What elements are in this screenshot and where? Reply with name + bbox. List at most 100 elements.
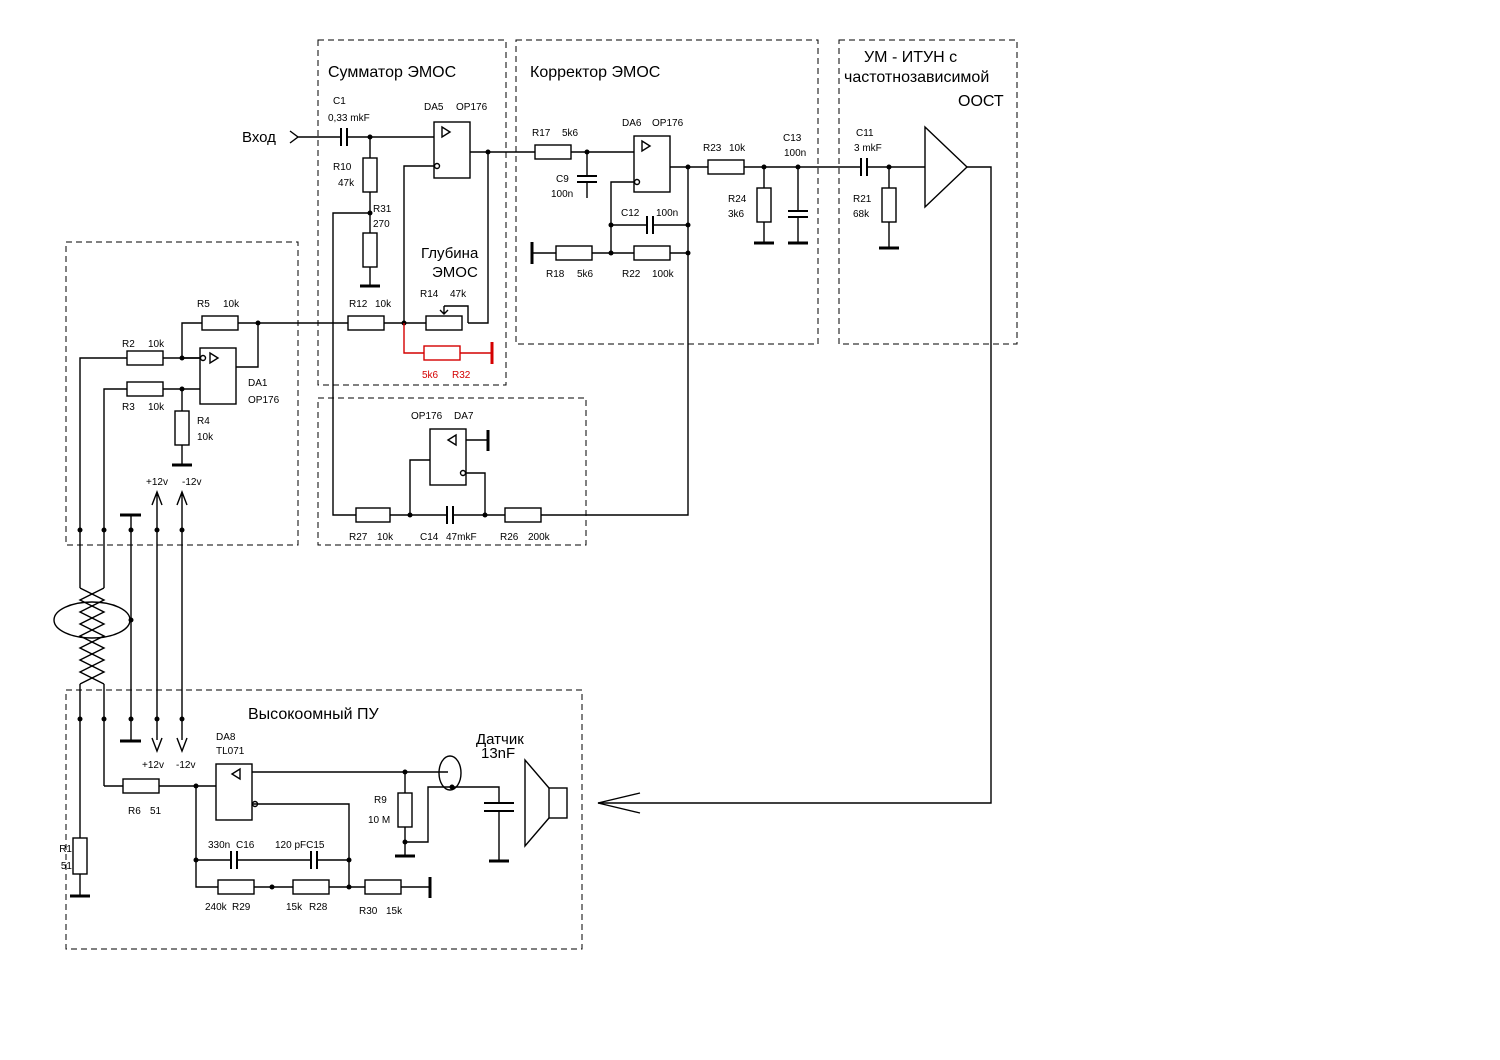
c13-value: 100n (784, 148, 806, 159)
plus-supply-line (151, 490, 163, 740)
r27-name: R27 (349, 532, 368, 543)
c11-value: 3 mkF (854, 143, 882, 154)
r6-resistor (122, 778, 160, 794)
r31-resistor (362, 232, 378, 268)
r3-value: 10k (148, 402, 165, 413)
r2-value: 10k (148, 339, 165, 350)
r5-value: 10k (223, 299, 240, 310)
input-terminal (289, 130, 340, 144)
sensor-cable-shield (438, 755, 462, 791)
r3-name: R3 (122, 402, 135, 413)
feedback-wire (332, 212, 370, 516)
output-arrow (597, 792, 641, 814)
r1-value: 51 (61, 861, 73, 872)
r23-name: R23 (703, 143, 722, 154)
c14-name: C14 (420, 532, 439, 543)
r26-name: R26 (500, 532, 519, 543)
r27-resistor (355, 507, 391, 523)
r9-value: 10 M (368, 815, 390, 826)
summator-title: Сумматор ЭМОС (328, 64, 456, 81)
r32-resistor (423, 345, 461, 361)
sensor-label-line2: 13nF (481, 745, 515, 762)
r23-value: 10k (729, 143, 746, 154)
c1-name: C1 (333, 96, 346, 107)
r2-name: R2 (122, 339, 135, 350)
r10-name: R10 (333, 162, 352, 173)
r14-value: 47k (450, 289, 467, 300)
r17-value: 5k6 (562, 128, 579, 139)
da7-type: OP176 (411, 411, 443, 422)
r4-resistor (174, 410, 190, 446)
r6-value: 51 (150, 806, 162, 817)
c1-value: 0,33 mkF (328, 113, 370, 124)
r12-resistor (347, 315, 385, 331)
da6-name: DA6 (622, 118, 642, 129)
r24-value: 3k6 (728, 209, 745, 220)
r3-resistor (126, 381, 164, 397)
r32-name: R32 (452, 370, 471, 381)
da7-name: DA7 (454, 411, 474, 422)
integrator-frame (317, 397, 587, 546)
r30-name: R30 (359, 906, 378, 917)
r4-value: 10k (197, 432, 214, 443)
r18-name: R18 (546, 269, 565, 280)
r6-name: R6 (128, 806, 141, 817)
corrector-frame (515, 39, 819, 345)
preamp-title: Высокоомный ПУ (248, 706, 379, 723)
amplifier-title-line1: УМ - ИТУН с (864, 49, 957, 66)
r1-resistor (72, 837, 88, 875)
minus-supply-line (176, 490, 188, 740)
twisted-pair-b (78, 587, 106, 685)
cable-shield (53, 601, 131, 639)
r4-name: R4 (197, 416, 210, 427)
r10-resistor (362, 157, 378, 193)
supply-minus-top: -12v (182, 477, 201, 488)
r31-name: R31 (373, 204, 392, 215)
c15-label: 120 pFC15 (275, 840, 325, 851)
twisted-pair-a (78, 587, 106, 685)
r22-value: 100k (652, 269, 675, 280)
amplifier-title-line2: частотнозависимой (844, 69, 989, 86)
corrector-title: Корректор ЭМОС (530, 64, 660, 81)
r22-resistor (633, 245, 671, 261)
da8-type: TL071 (216, 746, 245, 757)
r21-resistor (881, 187, 897, 223)
r17-name: R17 (532, 128, 551, 139)
supply-plus-bottom: +12v (142, 760, 164, 771)
c9-value: 100n (551, 189, 573, 200)
c9-name: C9 (556, 174, 569, 185)
da5-type: OP176 (456, 102, 488, 113)
r26-value: 200k (528, 532, 551, 543)
da1-type: OP176 (248, 395, 280, 406)
r29-name: R29 (232, 902, 251, 913)
c11-name: C11 (856, 128, 874, 139)
r21-name: R21 (853, 194, 872, 205)
amplifier-output-wire (598, 166, 992, 804)
r18-resistor (555, 245, 593, 261)
r30-resistor (364, 879, 402, 895)
summator-frame (317, 39, 507, 386)
r10-value: 47k (338, 178, 355, 189)
c13-name: C13 (783, 133, 802, 144)
c14-value: 47mkF (446, 532, 477, 543)
supply-plus-top: +12v (146, 477, 168, 488)
r12-value: 10k (375, 299, 392, 310)
r30-value: 15k (386, 906, 403, 917)
power-amplifier (924, 125, 969, 209)
r22-name: R22 (622, 269, 641, 280)
r32-value: 5k6 (422, 370, 439, 381)
c12-value: 100n (656, 208, 678, 219)
depth-label-line2: ЭМОС (432, 264, 478, 281)
r12-name: R12 (349, 299, 368, 310)
da1-name: DA1 (248, 378, 268, 389)
r29-value: 240k (205, 902, 228, 913)
r1-name: R1 (59, 844, 72, 855)
da6-type: OP176 (652, 118, 684, 129)
speaker-icon (548, 787, 568, 819)
supply-minus-bottom: -12v (176, 760, 195, 771)
r5-name: R5 (197, 299, 210, 310)
r24-name: R24 (728, 194, 747, 205)
r14-potentiometer (425, 315, 463, 331)
amplifier-frame (838, 39, 1018, 345)
